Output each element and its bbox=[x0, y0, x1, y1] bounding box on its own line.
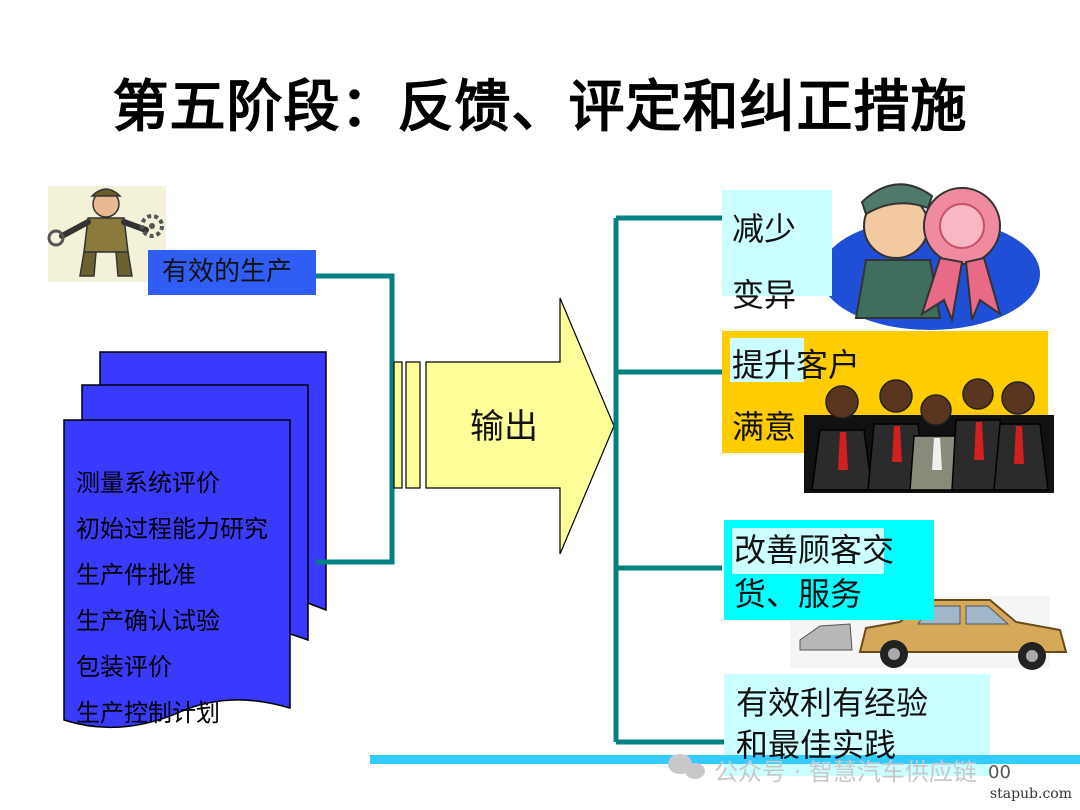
output-4-text: 有效利有经验 和最佳实践 bbox=[736, 682, 928, 766]
wechat-icon bbox=[668, 754, 705, 779]
watermark-text: 公众号 · 智慧汽车供应链 bbox=[714, 758, 977, 786]
left-connector bbox=[316, 273, 395, 565]
output-1-line1: 减少 bbox=[732, 210, 797, 248]
output-4-line2: 和最佳实践 bbox=[736, 726, 897, 764]
document-item: 初始过程能力研究 bbox=[76, 515, 268, 543]
mechanic-clipart-icon bbox=[47, 186, 166, 282]
output-box-1 bbox=[722, 190, 832, 296]
output-2-line2: 满意 bbox=[732, 408, 797, 446]
document-item: 生产确认试验 bbox=[76, 607, 220, 635]
arrow-label: 输出 bbox=[470, 407, 538, 447]
output-4-line1: 有效利有经验 bbox=[736, 684, 929, 722]
document-item: 测量系统评价 bbox=[76, 469, 220, 497]
production-label-box bbox=[148, 250, 316, 295]
output-3-highlight bbox=[732, 528, 884, 574]
output-1-line2: 变异 bbox=[732, 276, 797, 314]
output-3-text: 改善顾客交 货、服务 bbox=[734, 528, 894, 616]
output-arrow bbox=[393, 297, 615, 555]
page-title: 第五阶段：反馈、评定和纠正措施 bbox=[112, 75, 968, 140]
document-item: 生产件批准 bbox=[76, 561, 196, 589]
right-connector bbox=[613, 215, 724, 745]
document-stack bbox=[63, 351, 327, 729]
output-2-highlight bbox=[730, 338, 804, 382]
document-item-list: 测量系统评价 初始过程能力研究 生产件批准 生产确认试验 包装评价 生产控制计划 bbox=[76, 460, 268, 736]
footer-line bbox=[370, 755, 1080, 764]
site-url: stapub.com bbox=[989, 786, 1072, 802]
production-label: 有效的生产 bbox=[162, 257, 293, 287]
output-1-text: 减少 变异 bbox=[732, 196, 796, 328]
output-2-line1: 提升客户 bbox=[732, 346, 861, 384]
businessmen-group-clipart-icon bbox=[804, 378, 1054, 493]
output-2-text: 提升客户 满意 bbox=[732, 334, 860, 458]
page-number: 00 bbox=[988, 762, 1011, 783]
award-ribbon-clipart-icon bbox=[820, 183, 1040, 330]
output-3-line1: 改善顾客交 bbox=[734, 531, 895, 569]
document-item: 包装评价 bbox=[76, 653, 172, 681]
output-3-line2: 货、服务 bbox=[734, 575, 863, 613]
document-item: 生产控制计划 bbox=[76, 699, 220, 727]
